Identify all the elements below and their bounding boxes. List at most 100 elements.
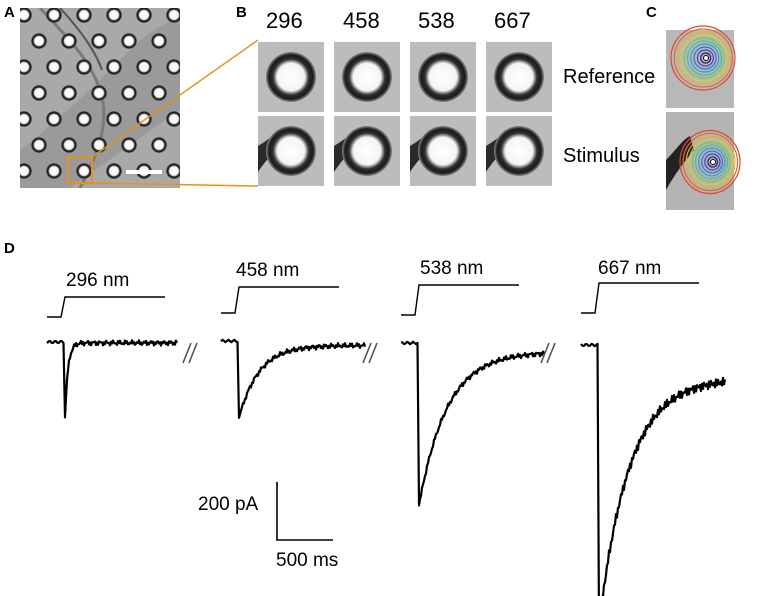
bead-zoom xyxy=(342,52,392,102)
bead xyxy=(20,59,32,75)
bead xyxy=(31,137,47,153)
bead xyxy=(151,137,167,153)
bead xyxy=(106,59,122,75)
bead xyxy=(91,137,107,153)
bead-zoom xyxy=(494,126,544,176)
size-label-538: 538 xyxy=(418,8,455,33)
panel-letter-b: B xyxy=(236,4,247,21)
trace-label-667: 667 nm xyxy=(598,258,662,279)
contour-line xyxy=(697,147,726,177)
axis-break-marks xyxy=(182,342,556,364)
bead xyxy=(106,163,122,179)
bead xyxy=(91,85,107,101)
panel-letter-d: D xyxy=(4,240,15,257)
stimulus-step xyxy=(581,282,699,314)
contour-line xyxy=(683,37,725,79)
contour-line xyxy=(696,49,715,67)
trace-label-538: 538 nm xyxy=(420,258,484,279)
contour-line xyxy=(707,156,719,168)
contour-line xyxy=(676,31,731,85)
bead xyxy=(166,8,180,23)
contour-line xyxy=(694,144,729,180)
bead xyxy=(136,8,152,23)
bead xyxy=(166,59,180,75)
bead-grid xyxy=(20,8,197,179)
contour-line xyxy=(682,132,739,192)
scale-bar-d xyxy=(276,482,333,541)
zoom-box xyxy=(67,156,93,184)
bead xyxy=(76,111,92,127)
contour-center xyxy=(710,159,716,165)
contour-line xyxy=(700,52,712,64)
contour-line xyxy=(690,43,720,73)
contour-line xyxy=(686,40,723,76)
bead xyxy=(20,163,32,179)
reference-label: Reference xyxy=(563,66,656,88)
bead xyxy=(151,85,167,101)
stimulus-step xyxy=(221,286,339,314)
bead xyxy=(76,163,92,179)
bead xyxy=(46,111,62,127)
contour-line xyxy=(688,138,734,186)
bead xyxy=(61,85,77,101)
stimulus-step xyxy=(47,296,165,318)
reference-contours xyxy=(670,25,736,91)
bead xyxy=(91,33,107,49)
micrograph-panel-a xyxy=(20,8,197,188)
contour-line xyxy=(680,34,728,82)
current-traces xyxy=(46,282,727,596)
bead xyxy=(121,85,137,101)
contour-line xyxy=(701,150,724,174)
current-trace xyxy=(220,338,367,419)
bead xyxy=(76,59,92,75)
bead xyxy=(20,8,32,23)
contour-line xyxy=(679,129,741,195)
bead xyxy=(61,33,77,49)
bead xyxy=(31,85,47,101)
bead xyxy=(61,137,77,153)
stimulus-contours xyxy=(679,129,741,195)
bead xyxy=(166,163,180,179)
bead-zoom xyxy=(266,126,316,176)
bead xyxy=(46,163,62,179)
bead xyxy=(46,59,62,75)
current-trace xyxy=(46,339,178,419)
bead-zoom xyxy=(494,52,544,102)
bead-zoom xyxy=(418,52,468,102)
trace-label-296: 296 nm xyxy=(66,270,130,291)
bead xyxy=(121,33,137,49)
bead xyxy=(151,33,167,49)
scale-bar-a xyxy=(126,170,162,174)
size-label-667: 667 xyxy=(494,8,531,33)
bead-zoom xyxy=(418,126,468,176)
bead xyxy=(181,33,197,49)
bead xyxy=(76,8,92,23)
bead xyxy=(166,111,180,127)
bead xyxy=(46,8,62,23)
stimulus-label: Stimulus xyxy=(563,145,640,167)
bead xyxy=(106,8,122,23)
current-trace xyxy=(580,342,727,596)
contour-center xyxy=(703,55,709,61)
contour-line xyxy=(673,28,733,88)
bead-tiles-panel-b xyxy=(258,42,552,186)
bead xyxy=(20,111,32,127)
scale-time-label: 500 ms xyxy=(276,550,339,571)
contour-line xyxy=(693,46,717,70)
zoom-line-bottom xyxy=(91,182,259,187)
zoom-line-top xyxy=(91,39,259,158)
bead xyxy=(106,111,122,127)
trace-label-458: 458 nm xyxy=(236,260,300,281)
contour-line xyxy=(691,141,731,183)
contour-panel-c xyxy=(666,25,741,210)
panel-letter-a: A xyxy=(4,4,15,21)
size-label-296: 296 xyxy=(266,8,303,33)
size-label-458: 458 xyxy=(343,8,380,33)
bead xyxy=(31,33,47,49)
stimulus-step xyxy=(401,284,519,316)
bead-zoom xyxy=(342,126,392,176)
contour-line xyxy=(670,25,736,91)
panel-letter-c: C xyxy=(646,4,657,21)
contour-line xyxy=(704,153,721,171)
